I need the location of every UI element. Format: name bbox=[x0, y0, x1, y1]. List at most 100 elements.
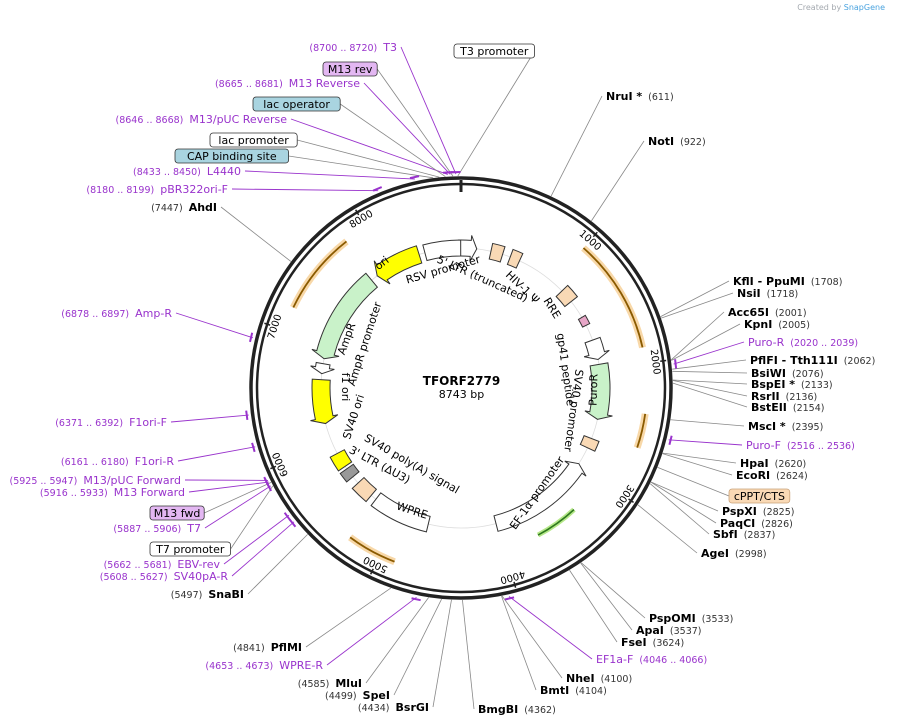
enzyme-separator: - bbox=[754, 275, 766, 288]
primer-coordinate: (5925 .. 5947) bbox=[9, 476, 77, 487]
primer-name: SV40pA-R bbox=[174, 570, 229, 583]
tick-mark bbox=[628, 498, 634, 503]
enzyme-label-pflfi: PflFI - Tth111I(2062) bbox=[750, 354, 875, 367]
enzyme-label-paqci: PaqCI (2826) bbox=[720, 517, 793, 530]
credit-prefix: Created by bbox=[797, 3, 842, 12]
primer-coordinate: (4046 .. 4066) bbox=[639, 655, 707, 666]
primer-label-m13-reverse: (8665 .. 8681)M13 Reverse bbox=[215, 77, 360, 90]
primer-leader-line bbox=[170, 414, 249, 423]
enzyme-name-2: Tth111I bbox=[790, 354, 838, 367]
enzyme-leader-line bbox=[305, 587, 392, 648]
f1-ori-arrow bbox=[310, 378, 339, 425]
enzyme-label-nsii: NsiI(1718) bbox=[737, 287, 798, 300]
outer-ring-outer bbox=[249, 176, 673, 600]
wpre-box bbox=[370, 492, 431, 533]
enzyme-name: BmtI bbox=[540, 684, 569, 697]
primer-leader-line bbox=[175, 312, 254, 339]
ori-arrow bbox=[373, 245, 423, 285]
feature-label-cppt-cts: cPPT/CTS bbox=[734, 490, 785, 503]
primer-coordinate: (6371 .. 6392) bbox=[55, 418, 123, 429]
tick-mark bbox=[270, 465, 277, 470]
primer-name: Puro-F bbox=[746, 439, 781, 452]
feature-leader-line bbox=[376, 68, 454, 177]
tick-label: 2000 bbox=[648, 349, 662, 376]
rre-box bbox=[555, 284, 579, 308]
enzyme-leader-line bbox=[393, 598, 442, 696]
primer-leader-line bbox=[188, 481, 269, 493]
primer-name: T7 bbox=[186, 522, 201, 535]
primer-coordinate: (8180 .. 8199) bbox=[86, 185, 154, 196]
primer-label-t3: (8700 .. 8720)T3 bbox=[309, 41, 397, 54]
enzyme-leader-line bbox=[462, 599, 475, 710]
enzyme-coordinate: (2136) bbox=[786, 392, 818, 403]
enzyme-name: FseI bbox=[621, 636, 647, 649]
enzyme-name: AgeI bbox=[701, 547, 729, 560]
tick-label: 3000 bbox=[612, 482, 635, 509]
enzyme-coordinate: (2998) bbox=[735, 549, 767, 560]
enzyme-name: KflI bbox=[733, 275, 754, 288]
leader-lines bbox=[170, 46, 748, 710]
cppt-box bbox=[579, 435, 600, 452]
feature-label-t7-promoter: T7 promoter bbox=[155, 543, 225, 556]
puror-arrow bbox=[584, 362, 613, 420]
feature-label-m13-fwd: M13 fwd bbox=[154, 507, 201, 520]
enzyme-name: BstEII bbox=[751, 401, 787, 414]
cds-indicator-arrow bbox=[349, 536, 395, 563]
feature-leader-line bbox=[657, 467, 730, 497]
enzyme-leader-line bbox=[670, 419, 745, 427]
polya-box bbox=[339, 463, 360, 483]
ampr-promoter-arrow bbox=[310, 361, 335, 375]
feature-box-t3-promoter bbox=[453, 43, 535, 59]
enzyme-coordinate: (5497) bbox=[171, 590, 203, 601]
plasmid-length: 8743 bp bbox=[438, 388, 485, 401]
enzyme-leader-line bbox=[580, 562, 646, 619]
primer-label-ef1a-f: EF1a-F(4046 .. 4066) bbox=[596, 653, 707, 666]
feature-box-t7-promoter bbox=[149, 541, 231, 557]
enzyme-coordinate: (2395) bbox=[792, 422, 824, 433]
enzyme-label-ahdi: (7447)AhdI bbox=[151, 201, 217, 214]
tick-mark bbox=[513, 581, 517, 588]
enzyme-name: NruI * bbox=[606, 90, 642, 103]
enzyme-name: BspEI * bbox=[751, 378, 795, 391]
enzyme-leader-line bbox=[671, 323, 741, 361]
enzyme-name: PspXI bbox=[722, 505, 757, 518]
feature-label-lac-operator: lac operator bbox=[263, 98, 330, 111]
primer-coordinate: (5662 .. 5681) bbox=[104, 560, 172, 571]
primer-leader-line bbox=[508, 596, 593, 660]
primer-coordinate: (8433 .. 8450) bbox=[133, 167, 201, 178]
primer-name: EBV-rev bbox=[177, 558, 220, 571]
primer-binding-mark bbox=[251, 442, 256, 453]
snapgene-logo: SnapGene bbox=[843, 3, 885, 12]
feature-leader-line bbox=[339, 103, 446, 177]
enzyme-name: PspOMI bbox=[649, 612, 696, 625]
enzyme-coordinate: (2154) bbox=[793, 403, 825, 414]
feature-label-m13-rev: M13 rev bbox=[328, 63, 373, 76]
enzyme-name: PaqCI bbox=[720, 517, 755, 530]
primer-leader-line bbox=[290, 118, 448, 175]
enzyme-leader-line bbox=[672, 380, 748, 397]
enzyme-label-snabi: (5497)SnaBI bbox=[171, 588, 244, 601]
feature-box-m13-fwd bbox=[149, 505, 205, 521]
primer-leader-line bbox=[177, 446, 256, 462]
primer-label-wpre-r: (4653 .. 4673)WPRE-R bbox=[205, 659, 323, 672]
enzyme-leader-line bbox=[650, 481, 717, 524]
enzyme-coordinate: (4499) bbox=[325, 691, 357, 702]
primer-coordinate: (6878 .. 6897) bbox=[61, 309, 129, 320]
enzyme-name-2: PpuMI bbox=[766, 275, 805, 288]
primer-label-pbr322ori-f: (8180 .. 8199)pBR322ori-F bbox=[86, 183, 228, 196]
tick-label: 8000 bbox=[348, 209, 376, 231]
enzyme-label-noti: NotI(922) bbox=[648, 135, 706, 148]
sv40-promoter-arrow bbox=[583, 336, 610, 360]
enzyme-label-pspomi: PspOMI (3533) bbox=[649, 612, 733, 625]
enzyme-leader-line bbox=[501, 595, 563, 679]
enzyme-coordinate: (3533) bbox=[702, 614, 734, 625]
enzyme-name: NheI bbox=[566, 672, 595, 685]
ampr-arrow bbox=[311, 272, 379, 360]
feature-leader-line bbox=[457, 50, 535, 177]
enzyme-coordinate: (2826) bbox=[761, 519, 793, 530]
enzyme-name: MluI bbox=[335, 677, 362, 690]
gp41-box bbox=[577, 314, 591, 328]
primer-label-t7: (5887 .. 5906)T7 bbox=[113, 522, 201, 535]
enzyme-leader-line bbox=[591, 140, 645, 222]
